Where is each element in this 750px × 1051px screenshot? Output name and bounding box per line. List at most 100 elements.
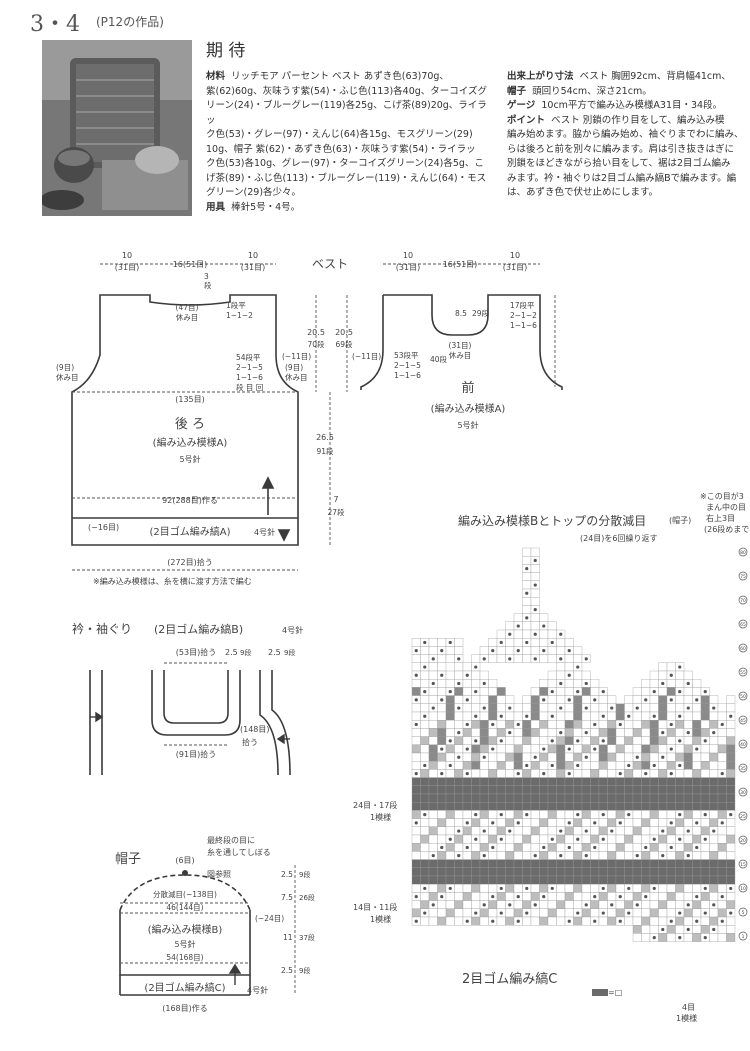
chart-symbol xyxy=(593,895,597,899)
row-number-marker xyxy=(738,883,748,893)
chart-cell xyxy=(607,711,617,721)
chart-cell xyxy=(564,728,574,737)
chart-cell xyxy=(666,679,676,688)
chart-cell xyxy=(632,777,642,786)
chart-cell xyxy=(624,859,634,868)
chart-cell xyxy=(675,802,685,811)
dim-c: 26.5 xyxy=(316,433,334,442)
chart-cell xyxy=(607,752,617,762)
ribbing-dec: (−16目) xyxy=(88,523,119,532)
chart-cell xyxy=(420,826,430,836)
chart-cell xyxy=(547,752,557,762)
chart-symbol xyxy=(644,845,648,850)
chart-cell xyxy=(607,834,617,844)
chart-cell xyxy=(411,843,421,852)
chart-cell xyxy=(471,703,481,713)
chart-symbol xyxy=(695,821,699,825)
chart-cell xyxy=(462,908,472,918)
armhole-pick: (148目) xyxy=(240,725,270,734)
row-number: 5 xyxy=(742,910,745,916)
chart-cell xyxy=(692,687,702,696)
chart-cell xyxy=(632,728,642,737)
chart-cell xyxy=(658,670,668,680)
chart-cell xyxy=(488,736,498,745)
chart-cell xyxy=(445,777,455,786)
chart-symbol xyxy=(567,747,571,751)
chart-cell xyxy=(522,744,532,754)
chart-symbol xyxy=(525,886,529,891)
chart-cell xyxy=(564,752,574,762)
chart-cell xyxy=(496,859,506,868)
chart-symbol xyxy=(533,657,537,661)
chart-cell xyxy=(683,908,693,918)
chart-cell xyxy=(641,908,651,918)
chart-symbol xyxy=(550,739,554,743)
chart-cell xyxy=(666,785,676,795)
chart-symbol xyxy=(576,763,580,768)
chart-symbol xyxy=(567,649,571,653)
chart-symbol xyxy=(525,911,529,915)
chart-cell xyxy=(683,720,693,729)
chart-symbol xyxy=(720,895,724,899)
chart-cell xyxy=(547,851,557,860)
chart-cell xyxy=(573,646,583,655)
chart-cell xyxy=(624,818,634,827)
chart-cell xyxy=(615,875,625,885)
chart-cell xyxy=(428,826,438,836)
hat-top-note: 最終段の目に xyxy=(207,835,255,845)
chart-cell xyxy=(675,818,685,827)
chart-cell xyxy=(573,793,583,803)
chart-cell xyxy=(530,564,540,573)
chart-cell xyxy=(726,728,736,737)
chart-symbol xyxy=(712,706,716,710)
chart-cell xyxy=(505,916,515,926)
chart-cell xyxy=(573,752,583,762)
hat-diagram: 帽子 (6目) 最終段の目に 糸を通してしぼる 図参照 分散減目(−138目) … xyxy=(115,835,315,1013)
chart-cell xyxy=(488,679,498,688)
chart-cell xyxy=(726,720,736,729)
front-neck-cm: 8.5 xyxy=(455,309,467,318)
chart-symbol xyxy=(695,747,699,751)
chart-cell xyxy=(454,777,464,786)
chart-cell xyxy=(471,851,481,860)
chart-cell xyxy=(530,908,540,918)
chart-symbol xyxy=(525,714,529,718)
chart-cell xyxy=(649,793,659,803)
chart-cell xyxy=(522,654,532,663)
chart-cell xyxy=(479,867,489,877)
chart-cell xyxy=(632,834,642,844)
chart-cell xyxy=(666,900,676,909)
chart-cell xyxy=(709,785,719,795)
chart-cell xyxy=(471,859,481,868)
point-line: みます。衿・袖ぐりは2目ゴム編み縞Bで編みます。編 xyxy=(507,172,737,184)
chart-cell xyxy=(479,834,489,844)
chart-symbol xyxy=(525,763,529,768)
chart-cell xyxy=(556,916,566,926)
chart-cell xyxy=(496,867,506,877)
back-pattern: (編み込み模様A) xyxy=(153,436,228,449)
chart-symbol xyxy=(516,624,520,628)
chart-cell xyxy=(454,843,464,852)
chart-cell xyxy=(726,933,736,942)
chart-cell xyxy=(692,752,702,762)
chart-symbol xyxy=(457,731,461,735)
chart-cell xyxy=(666,793,676,803)
chart-symbol xyxy=(661,755,665,759)
chart-symbol xyxy=(491,821,495,825)
chart-cell xyxy=(479,736,489,745)
row-number: 1 xyxy=(742,934,745,940)
row-number: 60 xyxy=(740,646,746,652)
chart-cell xyxy=(683,875,693,885)
chart-cell xyxy=(428,662,438,672)
chart-cell xyxy=(649,744,659,754)
cast-on: 92(288目)作る xyxy=(162,495,218,505)
chart-symbol xyxy=(482,755,486,759)
back-dim-right-sts: (31目) xyxy=(241,263,265,272)
chart-cell xyxy=(539,867,549,877)
row-number-marker xyxy=(738,763,748,773)
chart-cell xyxy=(683,884,693,893)
chart-cell xyxy=(513,900,523,909)
chart-cell xyxy=(615,785,625,795)
chart-cell xyxy=(615,900,625,909)
chart-cell xyxy=(437,687,447,696)
